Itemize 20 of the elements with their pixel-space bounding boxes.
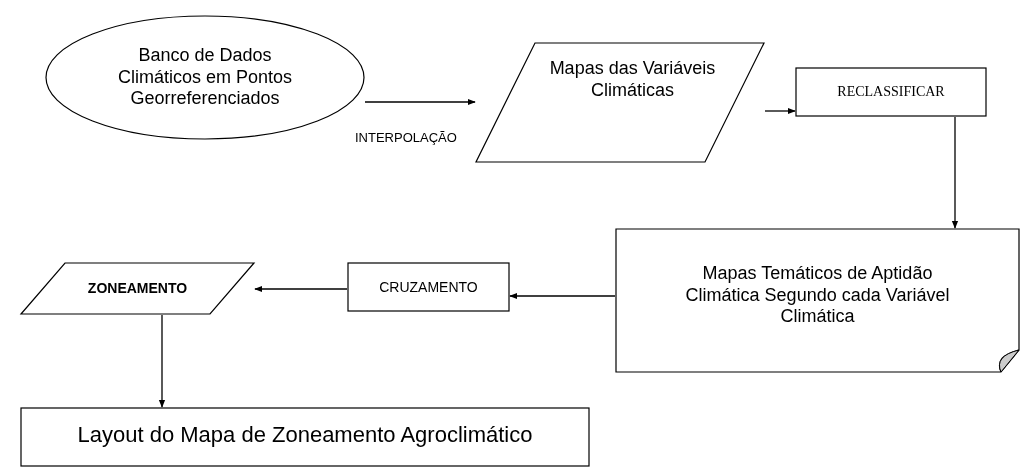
node-text: ZONEAMENTO: [87, 280, 188, 297]
document-box: [615, 228, 1020, 373]
node-text: Layout do Mapa de Zoneamento Agroclimático: [77, 421, 533, 449]
arrow: [158, 314, 166, 408]
node-text: Mapas Temáticos de Aptidão Climática Segundo cada Variável Climática: [684, 263, 951, 328]
arrow: [364, 98, 476, 106]
node-text: Banco de Dados Climáticos em Pontos Georreferenciados: [116, 45, 294, 110]
arrow: [764, 107, 796, 115]
data-parallelogram: [475, 42, 765, 163]
arrow: [254, 285, 348, 293]
node-text: CRUZAMENTO: [379, 278, 478, 296]
edge-label: INTERPOLAÇÃO: [355, 130, 457, 145]
process-box: [347, 262, 510, 312]
process-box: [795, 67, 987, 117]
arrow: [951, 116, 959, 229]
data-parallelogram: [20, 262, 255, 315]
arrow: [509, 292, 616, 300]
process-box: [20, 407, 590, 467]
node-text: Mapas das Variáveis Climáticas: [548, 58, 717, 102]
node-text: RECLASSIFICAR: [837, 83, 945, 101]
